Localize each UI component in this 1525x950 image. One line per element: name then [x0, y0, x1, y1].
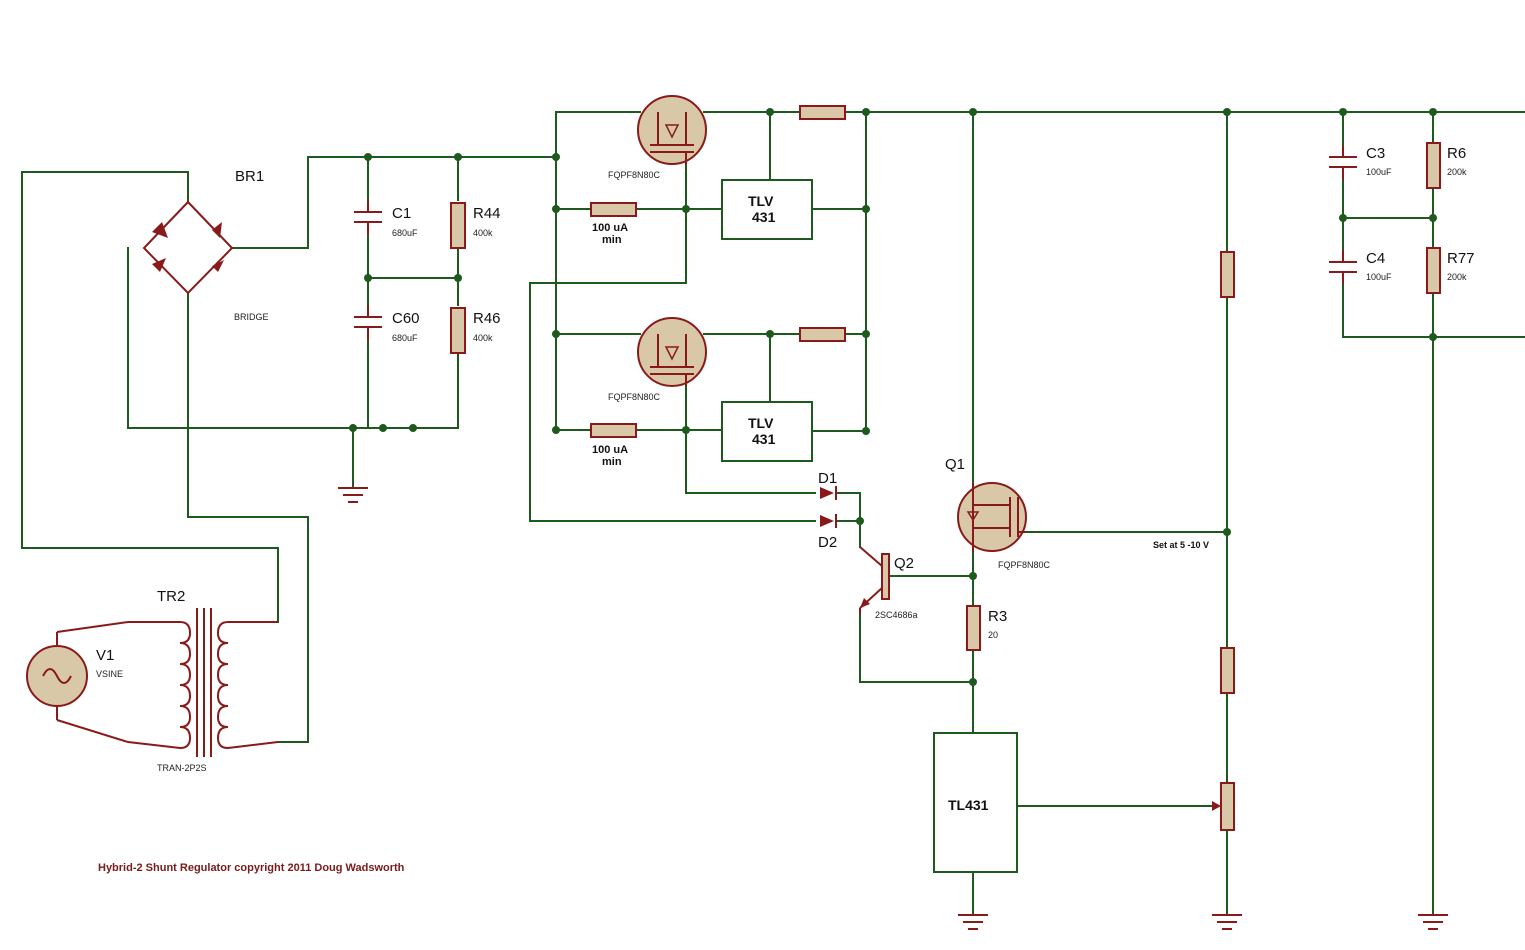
q2-value: 2SC4686a — [875, 610, 918, 620]
tlv431-mid: TLV 431 — [721, 401, 813, 462]
v1-ref: V1 — [96, 647, 114, 664]
d2-ref: D2 — [818, 534, 837, 551]
resistor-r6: R6 200k — [1426, 142, 1467, 189]
ccs-mid-line1: 100 uA — [592, 444, 628, 456]
capacitor-c4: C4 100uF — [1329, 250, 1392, 284]
bridge-rectifier-br1: BR1 BRIDGE — [142, 168, 269, 322]
ccs-top-line1: 100 uA — [592, 222, 628, 234]
c3-value: 100uF — [1366, 167, 1392, 177]
ccs-mid-line2: min — [602, 456, 622, 468]
mosfet-mid-value: FQPF8N80C — [608, 392, 661, 402]
mosfet-top-value: FQPF8N80C — [608, 170, 661, 180]
r6-value: 200k — [1447, 167, 1467, 177]
mosfet-q1: Q1 FQPF8N80C — [945, 456, 1051, 570]
c4-ref: C4 — [1366, 250, 1385, 267]
ccs-mid: 100 uA min — [590, 423, 637, 468]
c4-value: 100uF — [1366, 272, 1392, 282]
q1-value: FQPF8N80C — [998, 560, 1051, 570]
r6-ref: R6 — [1447, 145, 1466, 162]
tlv-top-line1: TLV — [748, 193, 774, 209]
tlv-mid-line1: TLV — [748, 415, 774, 431]
tlv-top-line2: 431 — [752, 209, 776, 225]
r44-value: 400k — [473, 228, 493, 238]
r3-ref: R3 — [988, 608, 1007, 625]
d1-ref: D1 — [818, 470, 837, 487]
c60-ref: C60 — [392, 310, 420, 327]
transformer-tr2: TR2 TRAN-2P2S — [127, 588, 279, 773]
c1-ref: C1 — [392, 205, 411, 222]
br1-ref: BR1 — [235, 168, 264, 185]
diode-d2: D2 — [818, 514, 837, 551]
tr2-ref: TR2 — [157, 588, 185, 605]
capacitor-c3: C3 100uF — [1329, 145, 1392, 180]
r77-value: 200k — [1447, 272, 1467, 282]
resistor-r77: R77 200k — [1426, 247, 1475, 294]
br1-value: BRIDGE — [234, 312, 269, 322]
r77-ref: R77 — [1447, 250, 1475, 267]
ground-symbol — [338, 487, 368, 503]
transistor-q2: Q2 2SC4686a — [859, 546, 918, 620]
ccs-top: 100 uA min — [590, 202, 637, 246]
c3-ref: C3 — [1366, 145, 1385, 162]
q1-ref: Q1 — [945, 456, 965, 473]
r3-value: 20 — [988, 630, 998, 640]
voltage-source-v1: V1 VSINE — [26, 621, 129, 743]
r46-ref: R46 — [473, 310, 501, 327]
capacitor-c1: C1 680uF — [354, 200, 418, 238]
junction-dots — [349, 108, 1437, 686]
resistor-r46: R46 400k — [450, 307, 501, 354]
copyright-title: Hybrid-2 Shunt Regulator copyright 2011 … — [98, 862, 405, 874]
ground-symbols-bottom — [958, 914, 1448, 930]
set-voltage-note: Set at 5 -10 V — [1153, 540, 1209, 550]
wires — [21, 111, 1525, 916]
diode-d1: D1 — [818, 470, 837, 500]
tr2-value: TRAN-2P2S — [157, 763, 207, 773]
mosfet-mid: FQPF8N80C — [608, 317, 707, 402]
resistor-top-rail — [799, 105, 846, 120]
c1-value: 680uF — [392, 228, 418, 238]
tl431-chip: TL431 — [933, 732, 1018, 873]
mosfet-top: FQPF8N80C — [608, 95, 707, 180]
q2-ref: Q2 — [894, 555, 914, 572]
divider-resistors — [1220, 251, 1235, 831]
resistor-r44: R44 400k — [450, 202, 501, 249]
r46-value: 400k — [473, 333, 493, 343]
tl431-label: TL431 — [948, 797, 989, 813]
r44-ref: R44 — [473, 205, 501, 222]
c60-value: 680uF — [392, 333, 418, 343]
v1-value: VSINE — [96, 669, 123, 679]
tlv431-top: TLV 431 — [721, 179, 813, 240]
capacitor-c60: C60 680uF — [354, 305, 420, 343]
resistor-mid-rail — [799, 327, 846, 342]
ccs-top-line2: min — [602, 234, 622, 246]
tlv-mid-line2: 431 — [752, 431, 776, 447]
resistor-r3: R3 20 — [966, 605, 1007, 651]
